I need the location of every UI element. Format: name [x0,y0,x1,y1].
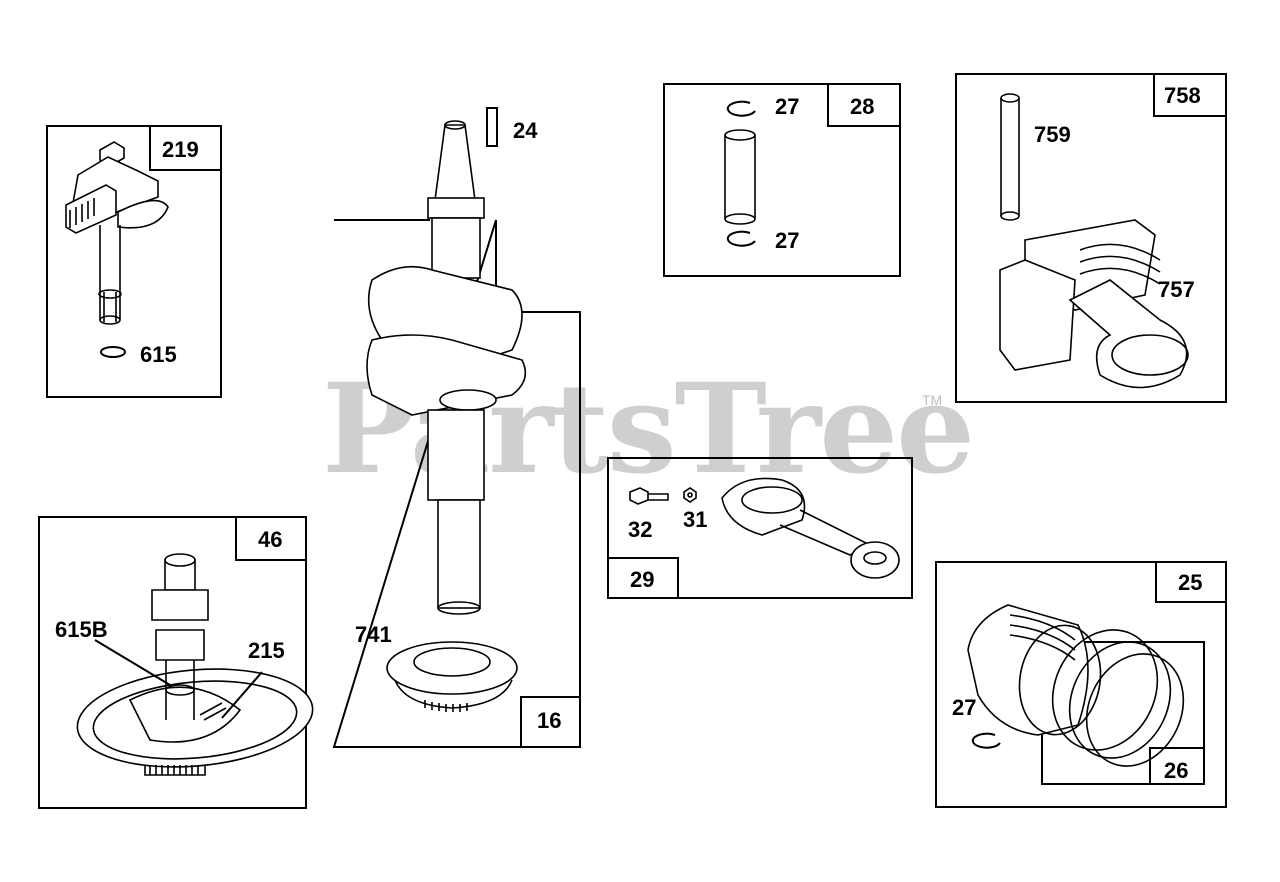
group-16-label: 16 [537,708,562,733]
group-46-frame [38,516,307,809]
group-29-label: 29 [630,567,655,592]
part-215-label: 215 [248,638,285,663]
part-27-bottom-label: 27 [775,228,800,253]
part-615-label: 615 [140,342,177,367]
camshaft-icon [76,553,314,776]
group-219-label: 219 [162,137,199,162]
part-615b-label: 615B [55,617,108,642]
group-46-tab [235,516,307,561]
governor-shaft-icon [65,141,169,325]
retaining-ring-icon [100,346,126,358]
leader-215 [221,671,263,719]
connecting-rod-icon [721,477,900,579]
group-25-label: 25 [1178,570,1203,595]
group-758-frame [955,73,1227,403]
group-16-tab [520,696,581,748]
group-46-label: 46 [258,527,283,552]
group-219-tab [149,125,222,171]
part-27-piston-label: 27 [952,695,977,720]
group-219-frame [46,125,222,398]
group-758-label: 758 [1164,83,1201,108]
piston-pin-icon [1000,93,1020,221]
crankshaft-icon [366,120,527,615]
group-28-frame [663,83,901,277]
group-26-tab [1149,747,1205,785]
part-31-label: 31 [683,507,708,532]
group-25-frame [935,561,1227,808]
gear-icon [386,641,518,712]
group-758-tab [1153,73,1227,117]
piston-icon [967,604,1102,736]
group-28-label: 28 [850,94,875,119]
lock-washer-icon [683,487,697,503]
group-29-tab [607,557,679,599]
retaining-ring-icon [726,230,756,247]
group-28-tab [827,83,901,127]
piston-rings-icon [1051,629,1185,767]
part-32-label: 32 [628,517,653,542]
part-759-label: 759 [1034,122,1071,147]
part-24-label: 24 [513,118,538,143]
key-icon [486,107,498,147]
group-26-label: 26 [1164,758,1189,783]
part-741-label: 741 [355,622,392,647]
connecting-rod-icon [999,219,1189,389]
retaining-ring-icon [726,100,756,117]
part-27-top-label: 27 [775,94,800,119]
retaining-ring-icon [971,732,1001,749]
group-25-tab [1155,561,1227,603]
group-29-frame [607,457,913,599]
bolt-icon [629,487,669,505]
piston-pin-icon [724,129,756,225]
watermark-tm: TM [922,392,943,408]
part-757-label: 757 [1158,277,1195,302]
leader-615b [94,639,171,686]
